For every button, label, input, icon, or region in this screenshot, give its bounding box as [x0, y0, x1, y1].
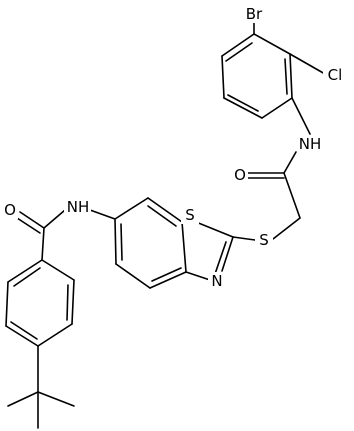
bond	[114, 197, 149, 220]
bond	[227, 94, 259, 112]
bond	[147, 197, 183, 223]
bond	[16, 217, 41, 234]
bond	[115, 263, 151, 289]
bond	[221, 33, 255, 57]
bond	[71, 279, 75, 325]
bond	[221, 236, 234, 272]
bond	[214, 241, 227, 275]
atom-label-n-ring: N	[211, 272, 222, 290]
atom-label-nh-top: NH	[299, 135, 322, 153]
bond	[37, 391, 75, 407]
bond	[89, 209, 116, 220]
atom-label-s-ring: S	[185, 206, 195, 224]
bond	[289, 53, 326, 75]
bond	[181, 221, 187, 273]
bond	[283, 151, 297, 174]
bond	[223, 97, 263, 119]
bond	[291, 97, 311, 135]
bond	[66, 284, 69, 321]
atom-label-s-thioether: S	[259, 231, 269, 249]
bond	[261, 97, 293, 119]
bond	[272, 217, 301, 240]
bond	[289, 53, 293, 99]
bond	[225, 42, 253, 62]
atom-label-o-left: O	[4, 201, 16, 219]
bond	[7, 391, 39, 407]
bond	[147, 205, 177, 227]
atom-labels: Br Cl NH O S S N NH O	[2, 5, 347, 290]
bonds	[5, 19, 326, 429]
bond	[283, 172, 301, 219]
atom-label-nh-left: NH	[67, 198, 90, 216]
bond	[195, 221, 234, 238]
bond	[7, 259, 43, 283]
bond	[253, 33, 291, 55]
bond	[149, 271, 187, 289]
bond	[41, 259, 75, 281]
bond	[13, 267, 41, 287]
bond	[5, 281, 9, 327]
atom-label-o-top: O	[234, 166, 246, 184]
atom-label-cl: Cl	[328, 66, 343, 84]
bond	[43, 209, 66, 229]
bond	[10, 321, 38, 340]
bond	[120, 223, 123, 261]
bond	[41, 227, 45, 261]
bond	[284, 58, 288, 95]
bond	[151, 267, 182, 282]
bond	[5, 325, 39, 347]
bond	[221, 55, 225, 99]
bond	[37, 323, 73, 347]
atom-label-br: Br	[246, 5, 263, 23]
bond	[19, 211, 45, 229]
bond	[185, 271, 211, 281]
bond	[232, 236, 256, 241]
bond	[114, 218, 117, 265]
